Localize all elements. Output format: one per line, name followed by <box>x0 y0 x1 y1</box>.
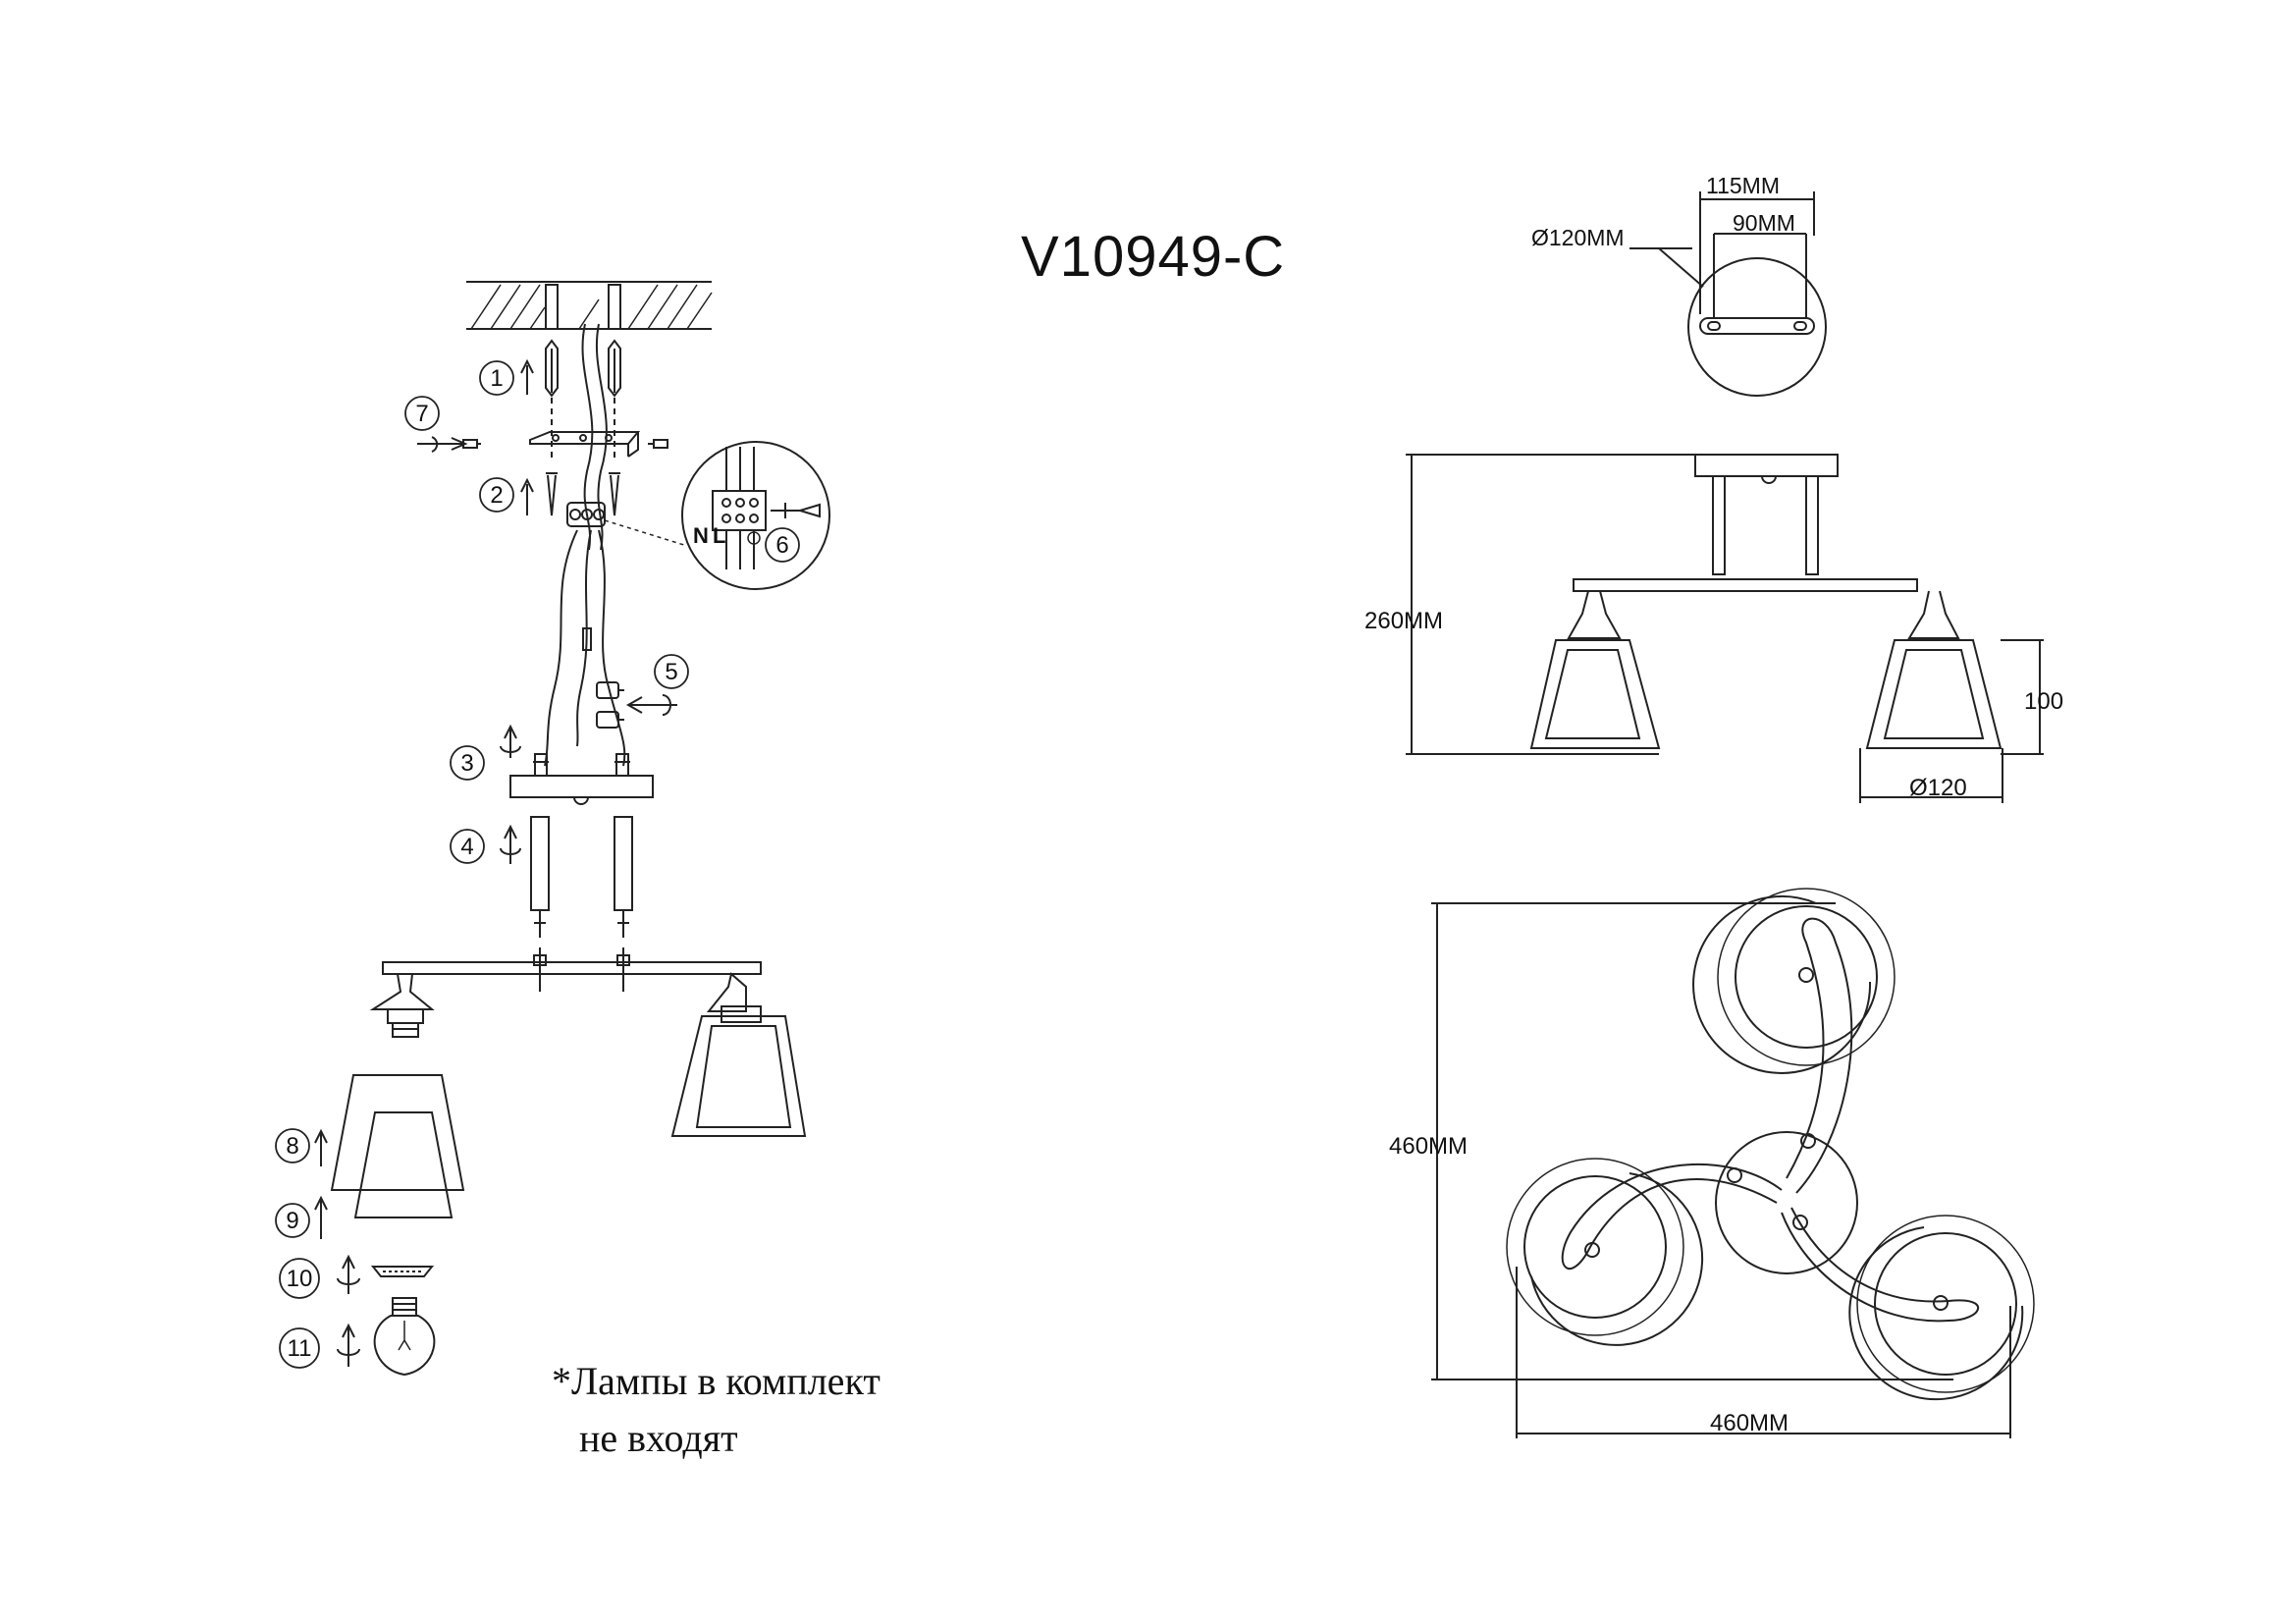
step-7-label: 7 <box>415 401 428 427</box>
plate-width-label: 115MM <box>1706 173 1780 198</box>
step-4-badge <box>450 829 485 864</box>
terminal-block <box>566 502 606 527</box>
support-rod-right <box>614 816 633 938</box>
step-1-label: 1 <box>490 365 503 392</box>
top-width-label: 460MM <box>1710 1410 1789 1436</box>
step-3-badge <box>450 745 485 781</box>
step-10-label: 10 <box>287 1266 313 1292</box>
arrow-up-rotate-icon <box>337 1323 360 1367</box>
light-bulb-icon <box>373 1297 436 1377</box>
step-6-badge <box>765 527 800 563</box>
cable-sleeve <box>582 627 592 651</box>
arrow-up-rotate-icon <box>337 1254 360 1294</box>
supply-wire <box>581 323 594 551</box>
wall-plug-right <box>608 339 621 398</box>
side-screw-left <box>462 439 481 449</box>
step-9-badge <box>275 1203 310 1238</box>
step-2-badge <box>479 477 514 513</box>
plate-detail <box>1629 191 1827 397</box>
assembly-diagram: N L <box>275 281 830 1377</box>
step-8-label: 8 <box>286 1133 298 1160</box>
assembled-lamp-shade <box>670 972 807 1137</box>
wire-connector-top <box>596 681 624 699</box>
neutral-label: N <box>693 523 709 548</box>
earth-icon <box>747 531 761 545</box>
wall-plug-left <box>545 339 559 398</box>
screwdriver-icon <box>771 503 821 518</box>
top-depth-label: 460MM <box>1389 1133 1468 1160</box>
mounting-bracket <box>529 431 641 458</box>
live-label: L <box>713 523 725 548</box>
arrow-up-rotate-icon <box>500 724 521 758</box>
step-7-badge <box>404 396 440 431</box>
model-title: V10949-C <box>1021 225 1286 289</box>
step-1-badge <box>479 360 514 396</box>
inner-glass-shade <box>353 1111 454 1218</box>
bulbs-not-included-note: *Лампы в комплект не входят <box>552 1353 881 1467</box>
shade-ring <box>370 1266 435 1277</box>
step-5-label: 5 <box>665 659 677 685</box>
canopy-plate <box>509 753 654 805</box>
arrow-up-icon <box>520 477 534 515</box>
step-6-label: 6 <box>775 532 788 559</box>
lamp-arm-bar <box>382 947 762 992</box>
shade-diameter-label: Ø120 <box>1909 775 1967 801</box>
height-label: 260MM <box>1364 608 1443 634</box>
arrow-up-icon <box>314 1195 328 1239</box>
top-view <box>1431 888 2035 1438</box>
step-10-badge <box>279 1258 320 1299</box>
step-2-label: 2 <box>490 482 503 509</box>
support-rod-left <box>530 816 550 938</box>
step-9-label: 9 <box>286 1208 298 1234</box>
ceiling-hatch <box>466 281 713 330</box>
step-11-label: 11 <box>288 1335 312 1362</box>
step-11-badge <box>279 1327 320 1369</box>
arrow-up-rotate-icon <box>500 824 521 864</box>
plate-slot-label: 90MM <box>1733 210 1795 236</box>
arrow-up-icon <box>520 358 534 395</box>
wire-connector-bottom <box>596 711 624 729</box>
note-line-1: *Лампы в комплект <box>552 1359 881 1403</box>
step-8-badge <box>275 1128 310 1163</box>
plate-diameter-label: Ø120MM <box>1531 225 1625 250</box>
shade-height-label: 100 <box>2024 688 2063 715</box>
screw-left <box>546 472 558 516</box>
wiring-detail-zoom <box>681 441 830 590</box>
arrow-up-icon <box>314 1128 328 1166</box>
side-screw-right <box>648 439 668 449</box>
outer-glass-shade <box>330 1074 465 1191</box>
lamp-socket <box>369 973 435 1038</box>
step-4-label: 4 <box>460 834 473 860</box>
step-5-badge <box>654 654 689 689</box>
arrow-left-rotate-icon <box>625 694 677 716</box>
step-3-label: 3 <box>460 750 473 777</box>
side-view <box>1406 454 2044 803</box>
arrow-right-rotate-icon <box>417 436 468 453</box>
screw-right <box>609 472 620 516</box>
note-line-2: не входят <box>579 1416 738 1460</box>
